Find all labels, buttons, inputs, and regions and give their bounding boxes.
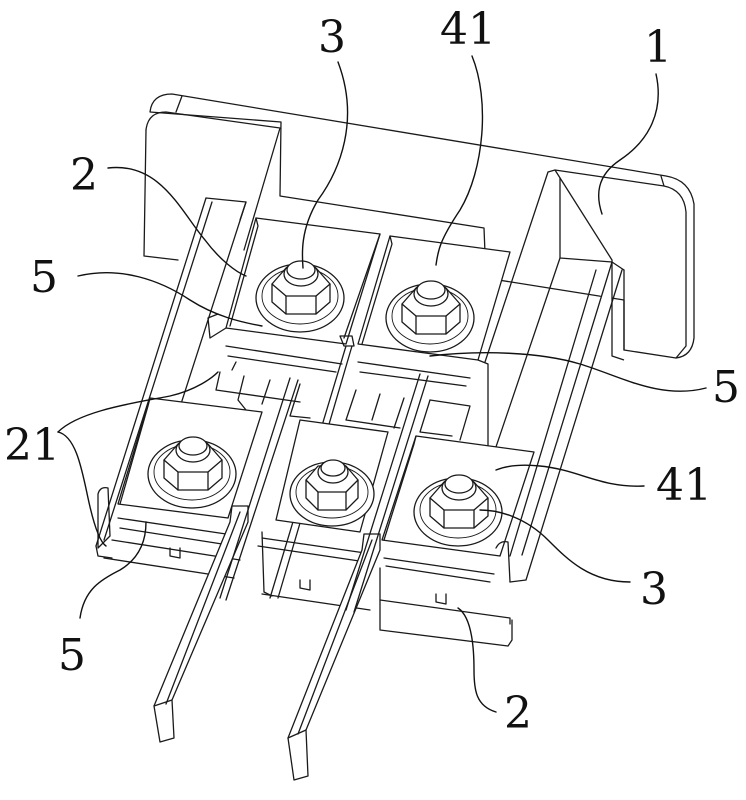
label-1: 1	[644, 22, 672, 73]
bus-bar-tab-left	[153, 505, 249, 743]
bus-bar-tab-right	[287, 533, 381, 781]
label-5-left-top: 5	[30, 252, 58, 303]
leader-lines	[57, 55, 707, 713]
label-21: 21	[4, 420, 60, 471]
leader-41-right	[495, 464, 645, 487]
leader-5-left-top	[77, 272, 263, 327]
label-2-bottom: 2	[504, 688, 532, 739]
leader-2-bottom	[457, 607, 497, 713]
label-3-right: 3	[640, 564, 668, 615]
reference-labels: 3 41 1 2 5 5 21 41 3 5 2	[4, 4, 740, 739]
label-41-top: 41	[440, 4, 496, 55]
label-2-top: 2	[70, 150, 98, 201]
nut-upper-left	[255, 260, 345, 333]
nut-lower-left	[147, 436, 237, 509]
label-41-right: 41	[656, 460, 712, 511]
leader-3-top	[301, 61, 349, 269]
housing-left-wall	[95, 197, 247, 559]
label-3-top: 3	[318, 12, 346, 63]
label-5-bottom: 5	[58, 630, 86, 681]
leader-5-bottom	[79, 521, 147, 619]
nut-lower-right	[413, 474, 503, 547]
housing-back-plate	[143, 93, 695, 359]
leader-1	[597, 73, 659, 215]
leader-21b	[57, 431, 107, 547]
leader-21a	[57, 371, 219, 433]
leader-2-top	[107, 166, 247, 277]
lower-slots	[215, 371, 471, 441]
nut-upper-right	[385, 280, 475, 353]
nut-lower-middle	[289, 459, 375, 527]
housing-right-wall	[477, 169, 625, 583]
leader-41-top	[435, 55, 484, 266]
leader-3-right	[479, 509, 631, 583]
partition-middle	[219, 373, 429, 613]
leader-5-right	[429, 352, 707, 392]
label-5-right: 5	[712, 362, 740, 413]
